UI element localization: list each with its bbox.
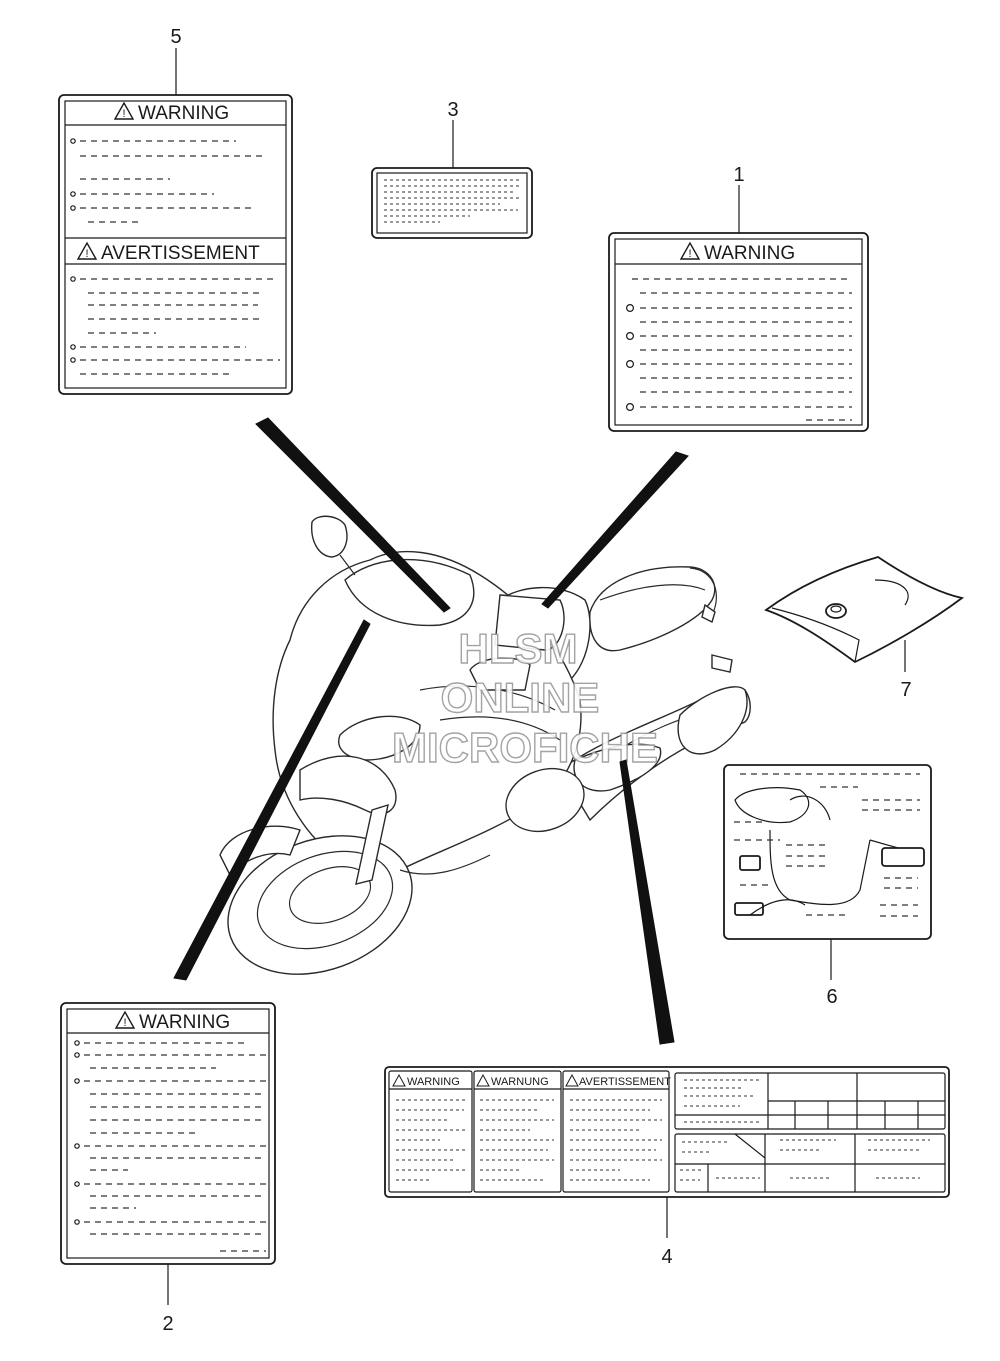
warning-triangle-icon: ! <box>679 241 701 260</box>
label4-title-avertissement: AVERTISSEMENT <box>579 1076 671 1088</box>
label4-title-warning: WARNING <box>407 1076 460 1088</box>
callout-2: 2 <box>162 1313 173 1335</box>
svg-text:!: ! <box>123 1017 126 1029</box>
label-4: WARNING WARNUNG AVERTISSEMENT <box>384 1066 950 1268</box>
motorcycle-drawing <box>219 515 751 975</box>
callout-3: 3 <box>447 99 458 121</box>
label1-title-warning: WARNING <box>704 243 795 264</box>
watermark: HLSM ONLINE MICROFICHE <box>391 624 658 771</box>
pointer-label1 <box>541 451 689 609</box>
label-5: 5 ! WARNING ! AVERTISSEMENT <box>58 26 293 395</box>
watermark-line2: ONLINE <box>441 674 600 721</box>
warning-triangle-icon <box>392 1073 406 1087</box>
svg-text:!: ! <box>85 248 88 260</box>
label-3: 3 <box>371 99 533 239</box>
warning-triangle-icon <box>565 1073 579 1087</box>
label4-title-warnung: WARNUNG <box>491 1076 549 1088</box>
label5-title-warning: WARNING <box>138 103 229 124</box>
label2-title-warning: WARNING <box>139 1012 230 1033</box>
warning-triangle-icon: ! <box>114 1010 136 1029</box>
watermark-line3: MICROFICHE <box>392 724 658 771</box>
label-2: ! WARNING 2 <box>60 1002 276 1335</box>
pointer-label5 <box>255 417 451 613</box>
watermark-line1: HLSM <box>459 625 578 672</box>
callout-6: 6 <box>826 986 837 1008</box>
callout-4: 4 <box>661 1246 672 1268</box>
warning-triangle-icon <box>476 1073 490 1087</box>
label5-title-avertissement: AVERTISSEMENT <box>101 243 260 264</box>
label-6: 6 <box>723 764 932 1008</box>
warning-triangle-icon: ! <box>76 241 98 260</box>
callout-7: 7 <box>900 679 911 701</box>
warning-triangle-icon: ! <box>113 101 135 120</box>
svg-text:!: ! <box>688 248 691 260</box>
label-1: 1 ! WARNING <box>608 164 869 432</box>
pointer-label2 <box>173 619 371 981</box>
svg-text:!: ! <box>122 108 125 120</box>
pointer-label4 <box>619 759 675 1045</box>
callout-1: 1 <box>733 164 744 186</box>
pointer-lines <box>173 417 689 1045</box>
label-7: 7 <box>764 556 965 701</box>
callout-5: 5 <box>170 26 181 48</box>
